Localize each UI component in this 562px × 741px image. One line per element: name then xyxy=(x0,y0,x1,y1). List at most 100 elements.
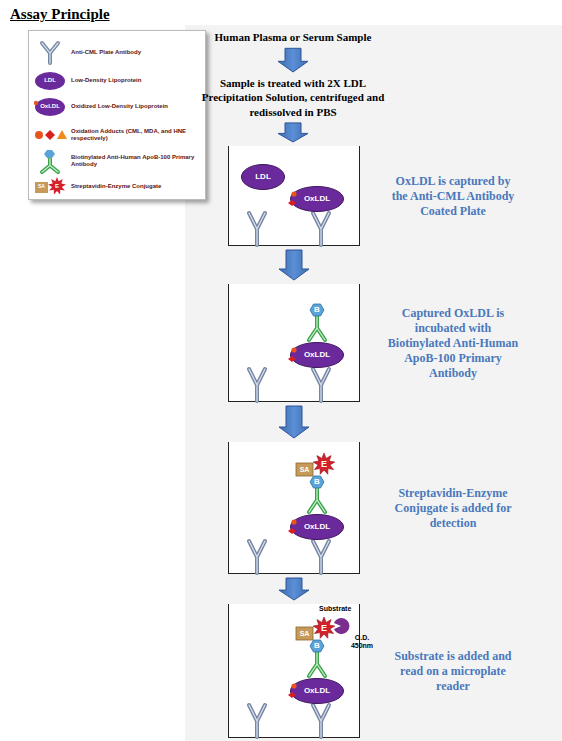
lipoprotein-ellipse: OxLDL xyxy=(290,678,344,704)
lipoprotein-ellipse: OxLDL xyxy=(290,186,344,212)
microplate-well: Substrate is added and read on a micropl… xyxy=(228,604,360,738)
icon-label: E xyxy=(53,183,61,189)
microplate-well: Streptavidin-Enzyme Conjugate is added f… xyxy=(228,442,360,574)
text: B xyxy=(314,642,320,650)
step-description: OxLDL is captured by the Anti-CML Antibo… xyxy=(387,174,519,219)
streptavidin-box xyxy=(296,627,313,640)
legend-row: Oxidation Adducts (CML, MDA, and HNE res… xyxy=(29,123,205,147)
legend-text: Low-Density Lipoprotein xyxy=(71,77,199,84)
microplate-well: Captured OxLDL is incubated with Biotiny… xyxy=(228,284,360,402)
antibody-symbol xyxy=(309,488,325,512)
antibody-symbol xyxy=(42,159,58,172)
legend-text: Oxidized Low-Density Lipoprotein xyxy=(71,103,199,110)
antibody-symbol xyxy=(249,369,265,401)
antibody-symbol xyxy=(249,213,265,245)
lipoprotein-ellipse: LDL xyxy=(241,164,285,190)
icon-label: SA xyxy=(35,184,48,189)
streptavidin-box xyxy=(35,182,48,193)
antibody-symbol xyxy=(249,541,265,573)
enzyme-star: E xyxy=(313,453,335,475)
lipoprotein-ellipse xyxy=(291,515,344,540)
adduct-diamond xyxy=(45,130,55,140)
substrate-label: Substrate xyxy=(319,605,351,612)
lipoprotein-ellipse: OxLDL xyxy=(290,342,344,368)
legend-text: Streptavidin-Enzyme Conjugate xyxy=(71,183,199,190)
antibody-symbol xyxy=(309,488,325,512)
biotin-hexagon xyxy=(310,640,324,652)
lipoprotein-ellipse xyxy=(291,343,344,368)
legend-icon xyxy=(33,123,67,147)
adduct-diamond xyxy=(288,692,296,698)
step-text: Human Plasma or Serum Sample xyxy=(193,30,393,44)
text: Sample is treated with 2X LDL Precipitat… xyxy=(193,76,393,119)
antibody-symbol xyxy=(313,541,329,573)
enzyme-star xyxy=(313,453,335,474)
block-arrow xyxy=(279,406,309,438)
biotin-hexagon xyxy=(310,304,324,316)
legend-text: Anti-CML Plate Antibody xyxy=(71,49,199,56)
antibody-symbol xyxy=(313,369,329,401)
antibody-symbol xyxy=(249,369,265,401)
text: E xyxy=(321,624,327,633)
well-illustration xyxy=(229,284,359,401)
legend-text: Oxidation Adducts (CML, MDA, and HNE res… xyxy=(71,128,199,142)
streptavidin-box: SA xyxy=(296,463,313,476)
legend-icon xyxy=(33,41,67,65)
od-label: O.D. 450nm xyxy=(349,634,375,650)
step-description: Captured OxLDL is incubated with Biotiny… xyxy=(387,306,519,381)
antibody-symbol xyxy=(313,541,329,573)
adduct-circle xyxy=(291,519,296,524)
microplate-well: OxLDL is captured by the Anti-CML Antibo… xyxy=(228,146,360,246)
biotin-hexagon: B xyxy=(310,304,324,316)
text: OxLDL xyxy=(304,523,330,531)
antibody-symbol xyxy=(42,43,58,63)
legend-row: Biotinylated Anti-Human ApoB-100 Primary… xyxy=(29,149,205,173)
biotin-hexagon: B xyxy=(310,476,324,488)
lipoprotein-ellipse: OxLDL xyxy=(290,514,344,540)
adduct-circle xyxy=(35,131,43,139)
text: OxLDL xyxy=(304,687,330,695)
adduct-diamond xyxy=(288,528,296,534)
lipoprotein-ellipse xyxy=(291,187,344,212)
legend-row: Streptavidin-Enzyme Conjugate SA E xyxy=(29,175,205,199)
enzyme-star: E xyxy=(313,617,335,639)
block-arrow xyxy=(278,123,308,142)
legend-row: Anti-CML Plate Antibody xyxy=(29,41,205,65)
text: SA xyxy=(300,466,310,473)
antibody-symbol xyxy=(309,652,325,676)
adduct-circle xyxy=(34,101,38,105)
legend-row: Low-Density LipoproteinLDL xyxy=(29,69,205,93)
biotin-hexagon xyxy=(44,150,55,158)
step-description: Substrate is added and read on a micropl… xyxy=(387,649,519,694)
adduct-circle xyxy=(291,347,296,352)
biotin-hexagon: B xyxy=(310,640,324,652)
text: SA xyxy=(300,630,310,637)
enzyme-star xyxy=(313,617,335,638)
legend-icon xyxy=(33,149,67,173)
biotin-hexagon xyxy=(310,476,324,488)
text: OxLDL xyxy=(304,195,330,203)
adduct-triangle xyxy=(57,130,67,139)
antibody-symbol xyxy=(249,213,265,245)
title: Assay Principle xyxy=(10,6,110,23)
text: E xyxy=(321,460,327,469)
lipoprotein-ellipse xyxy=(291,679,344,704)
streptavidin-box xyxy=(296,463,313,476)
legend-box: Anti-CML Plate AntibodyLow-Density Lipop… xyxy=(28,30,206,200)
antibody-symbol xyxy=(313,213,329,245)
antibody-symbol xyxy=(309,316,325,340)
streptavidin-box: SA xyxy=(296,627,313,640)
antibody-symbol xyxy=(309,652,325,676)
block-arrow xyxy=(279,250,309,280)
antibody-symbol xyxy=(249,541,265,573)
icon-label: OxLDL xyxy=(33,103,67,109)
block-arrow xyxy=(278,48,308,72)
antibody-symbol xyxy=(313,705,329,737)
text: B xyxy=(314,306,320,314)
substrate-symbol xyxy=(334,618,349,634)
adduct-circle xyxy=(291,683,296,688)
text: OxLDL xyxy=(304,351,330,359)
antibody-symbol xyxy=(313,369,329,401)
text: LDL xyxy=(255,173,271,181)
antibody-symbol xyxy=(309,316,325,340)
